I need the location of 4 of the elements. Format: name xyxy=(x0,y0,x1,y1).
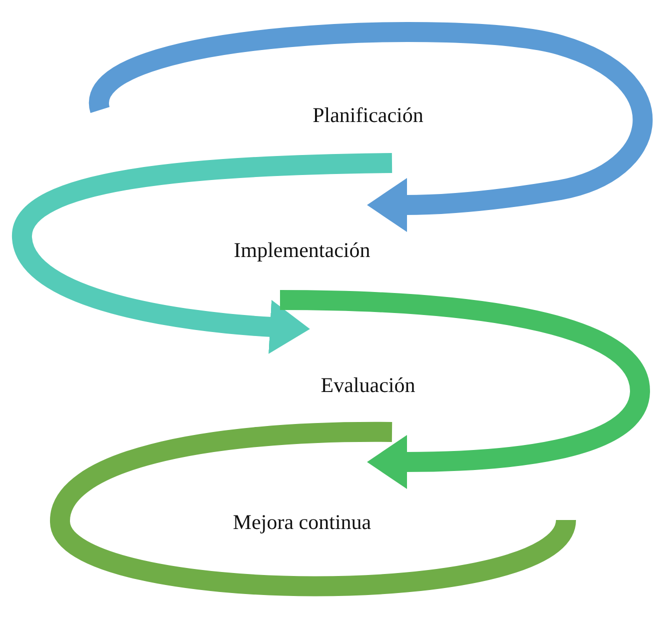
stage-label: Implementación xyxy=(234,238,370,262)
stage-label: Evaluación xyxy=(320,373,416,397)
stage-label: Planificación xyxy=(312,103,424,127)
stage-label: Mejora continua xyxy=(232,510,372,534)
